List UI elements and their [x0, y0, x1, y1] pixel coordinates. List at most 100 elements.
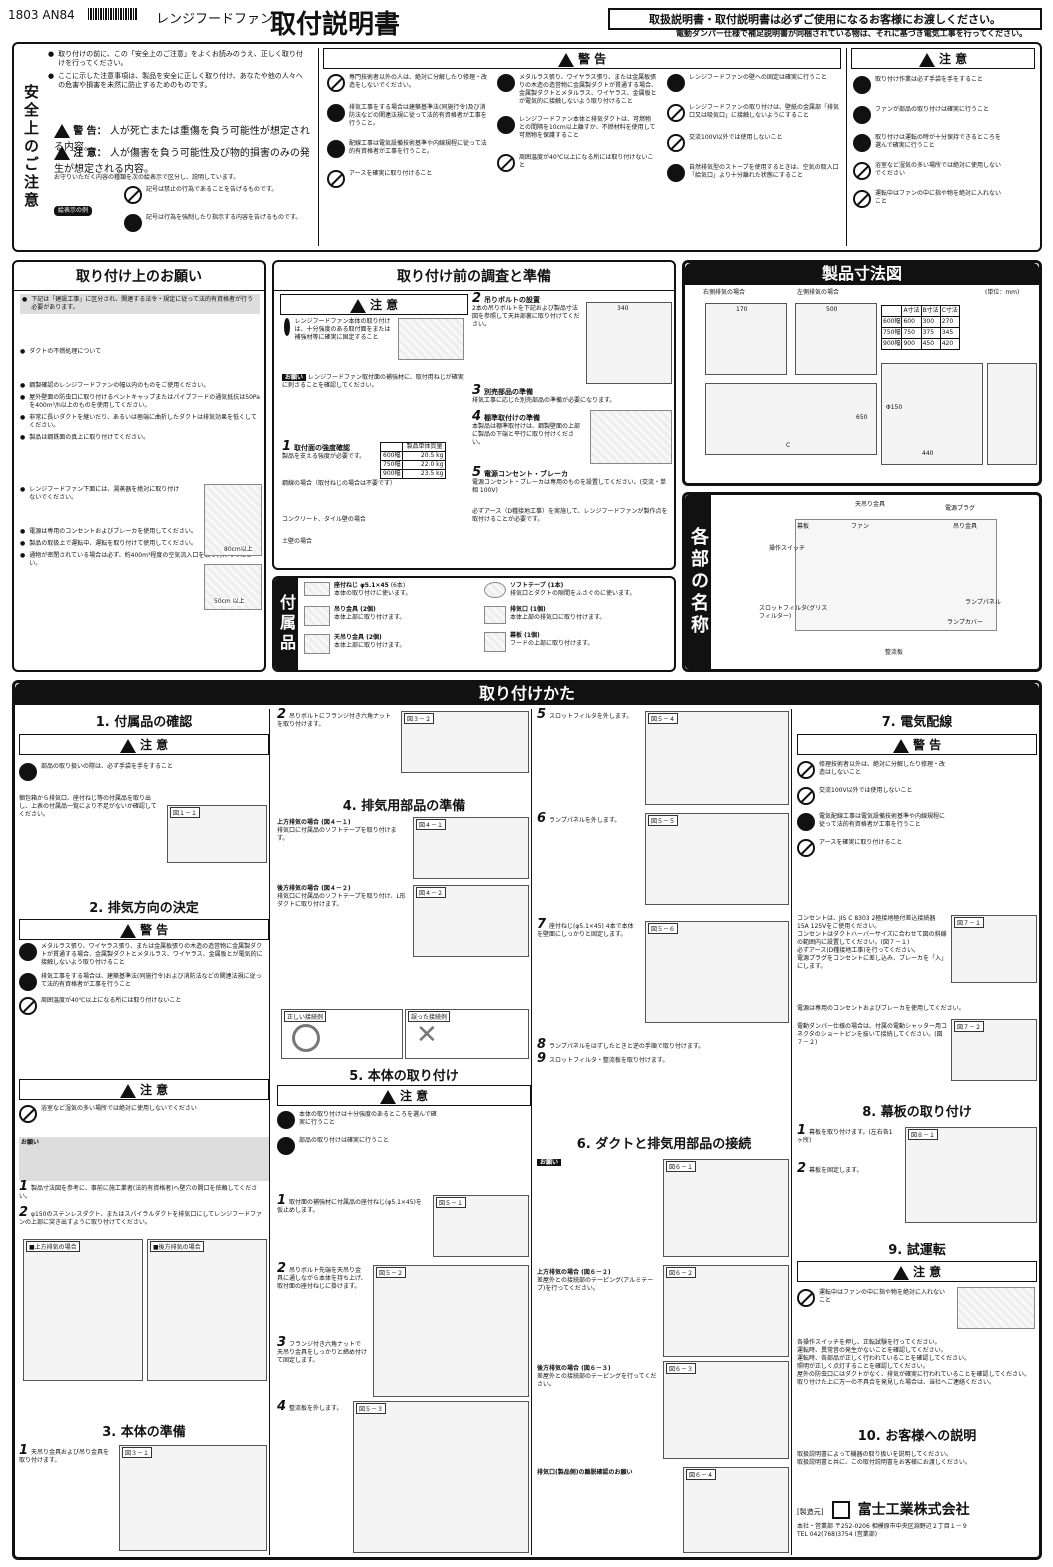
part-label: 整流板 [885, 649, 904, 656]
part-names-title: 各部の名称 [685, 495, 711, 669]
step-5-caution: 注 意 [277, 1085, 531, 1106]
prohibit-icon [853, 162, 871, 180]
fig-6-4: 図６－４ [683, 1467, 789, 1553]
prep-title: 取り付け前の調査と準備 [274, 262, 674, 291]
notice-sub: 電動ダンパー仕様で補足説明書が同梱されている物は、それに基づき電気工事を行ってく… [676, 29, 1028, 38]
step-7-damper: 電動ダンパー仕様の場合は、付属の電動シャッター用コネクタのショートピンを抜いて接… [797, 1023, 948, 1046]
tape-icon [484, 582, 506, 598]
step-5-title: 5. 本体の取り付け [349, 1069, 459, 1084]
step-3-title: 3. 本体の準備 [102, 1425, 186, 1440]
fig-5-4: 図５－４ [645, 711, 789, 805]
fig-7-2: 図７－２ [951, 1019, 1037, 1081]
exhaust-port-icon [484, 606, 506, 624]
request-item: ●ダクトの不燃処理について [20, 348, 102, 355]
maker-address: 本社・営業部 〒252-0206 相模原市中央区淵野辺２丁目１－９ [797, 1523, 968, 1530]
step-2-caution-item: 浴室など湿気の多い場所では絶対に使用しないでください [19, 1105, 265, 1123]
caution-triangle-icon [54, 146, 70, 160]
step-6-title: 6. ダクトと排気用部品の接続 [576, 1137, 752, 1152]
accessory-list-left: 座付ねじ φ5.1×45 (6本)本体の取り付けに使います。 吊り金具 (2個)… [304, 582, 484, 658]
safety-intro-2: ここに示した注意事項は、製品を安全に正しく取り付け、あなたや他の人々への危害や損… [58, 72, 303, 89]
fig-4-1: 図４－１ [413, 817, 529, 879]
request-item: ●レンジフードファン下面には、湯蒸器を絶対に取り付けないでください。 [20, 486, 180, 501]
prep-caution-item: レンジフードファン本体の取り付けは、十分強度のある取付面をまたは補強材等に確実に… [284, 318, 394, 342]
bolt-figure: 340 [586, 302, 672, 384]
fig-1-1: 図１－１ [167, 805, 267, 863]
maker-logo-icon [831, 1500, 850, 1519]
ok-circle-icon [292, 1024, 320, 1052]
warning-item: 周囲温度が40℃以上になる所には取り付けないこと [497, 154, 657, 172]
step-2-warning: 警 告 [19, 919, 269, 940]
step-2-warning-item: 排気工事をする場合は、建築基準法(同施行令)および消防法などの関連法規に従って法… [19, 973, 265, 991]
mandatory-icon [497, 74, 515, 92]
step-7-list-item: 電源プラグをコンセントに差し込み、ブレーカを「入」にします。 [797, 955, 948, 970]
step-7-list-item: コンセントはダクトハーバーサイズに合わせて図の斜線の範囲内に設置してください。(… [797, 931, 947, 946]
part-label: 電源プラグ [945, 505, 976, 512]
step-5-caution-list: 本体の取り付けは十分強度のあるところを選んで確実に行うこと 部品の取り付けは確実… [277, 1111, 437, 1159]
prohibit-icon [667, 134, 685, 152]
warn-text: 人が死亡または重傷を負う可能性が想定される内容。 [54, 126, 310, 153]
step-6-check: 排気口(製品側)の離脱確認のお願い [537, 1469, 633, 1476]
step-4-upward: 上方排気の場合 (図４－１)排気口に付属品のソフトテープを取り付けます。 [277, 819, 397, 842]
caution-item: 取り付け作業は必ず手袋を手をすること [853, 76, 1003, 94]
prohibit-icon [124, 186, 142, 204]
warning-item: 配線工事は電気設備技術基準や内線規程に従って法的有資格者が工事を行うこと。 [327, 140, 487, 158]
step-7-warning-list: 修理技術者以外は、絶対に分解したり修理・改造はしないこと 交流100V以外では使… [797, 761, 947, 857]
step-1-caution-item: 部品の取り扱いの際は、必ず手袋を手をすること [19, 763, 269, 781]
step-7-warning: 警 告 [797, 734, 1037, 755]
accessory-list-right: ソフトテープ (1本)排気口とダクトの隙間をふさぐのに使います。 排気口 (1個… [484, 582, 672, 656]
mandatory-icon [284, 318, 291, 336]
fig-6-2: 図６－２ [663, 1265, 789, 1357]
caution-list: 取り付け作業は必ず手袋を手をすること ファンが部品の取り付けは確実に行うこと 取… [853, 76, 1003, 212]
step-2-warning-item: メタルラス張り、ワイヤラス張り、または金属板張りの木造の造営物に金属製ダクトが貫… [19, 943, 265, 967]
prohibit-icon [19, 997, 37, 1015]
dimension-view-left: 500 [795, 303, 877, 375]
step-2-title: 2. 排気方向の決定 [89, 901, 199, 916]
step-9-list-item: 各操作スイッチを押し、正転試験を行ってください。 [797, 1339, 941, 1346]
safety-intro-1: 取り付けの前に、この「安全上のご注意」をよくお読みのうえ、正しく取り付けを行って… [58, 50, 303, 67]
hood-exploded-view [795, 519, 997, 631]
step-7-title: 7. 電気配線 [881, 715, 953, 730]
step-7-warning-item: 交流100V以外では使用しないこと [797, 787, 947, 805]
request-title: 取り付け上のお願い [14, 262, 264, 291]
prohibit-icon [497, 154, 515, 172]
warning-icon [557, 52, 574, 67]
warning-icon [892, 738, 909, 753]
ground-icon [797, 839, 815, 857]
header: 1803 AN84 レンジフードファン 取付説明書 取扱説明書・取付説明書は必ず… [8, 6, 1048, 44]
fig-7-1: 図７－１ [951, 915, 1037, 983]
label-80cm: 80cm以上 [224, 546, 253, 554]
prep-bullet: コンクリート、タイル壁の場合 [282, 516, 366, 523]
caution-icon [119, 1083, 136, 1098]
hanger-icon [304, 634, 330, 654]
accessory-item: ソフトテープ (1本)排気口とダクトの隙間をふさぐのに使います。 [484, 582, 672, 598]
fig-3-1: 図３－１ [119, 1445, 267, 1551]
step-7-warning-item: 電気配線工事は電気設備技術基準や内線規程に従って法的有資格者が工事を行うこと [797, 813, 947, 831]
mandatory-icon [277, 1111, 295, 1129]
request-item: ●屋外壁面の防虫口に取り付けるベントキャップまたはパイプフードの通気抵抗は50P… [20, 394, 260, 409]
fig-5-1: 図５－１ [433, 1195, 529, 1257]
mandatory-icon [327, 140, 345, 158]
part-label: ランプカバー [947, 619, 983, 626]
caution-definition: 注 意： 人が傷害を負う可能性及び物的損害のみの発生が想定される内容。 [54, 144, 314, 175]
step-2-note: お願い [19, 1137, 269, 1181]
left-exhaust-label: 左側排気の場合 [797, 289, 840, 296]
prep-caution-title: 注 意 [280, 294, 468, 315]
accessory-item: 天吊り金具 (2個)本体上部に取り付けます。 [304, 634, 484, 654]
request-item: ●鋼製確認のレンジフードファンの幅以内のものをご使用ください。 [20, 382, 210, 389]
barcode [88, 8, 138, 20]
right-exhaust-label: 右側排気の場合 [703, 289, 746, 296]
fig-4-2: 図４－２ [413, 885, 529, 957]
step-8-title: 8. 幕板の取り付け [862, 1105, 972, 1120]
